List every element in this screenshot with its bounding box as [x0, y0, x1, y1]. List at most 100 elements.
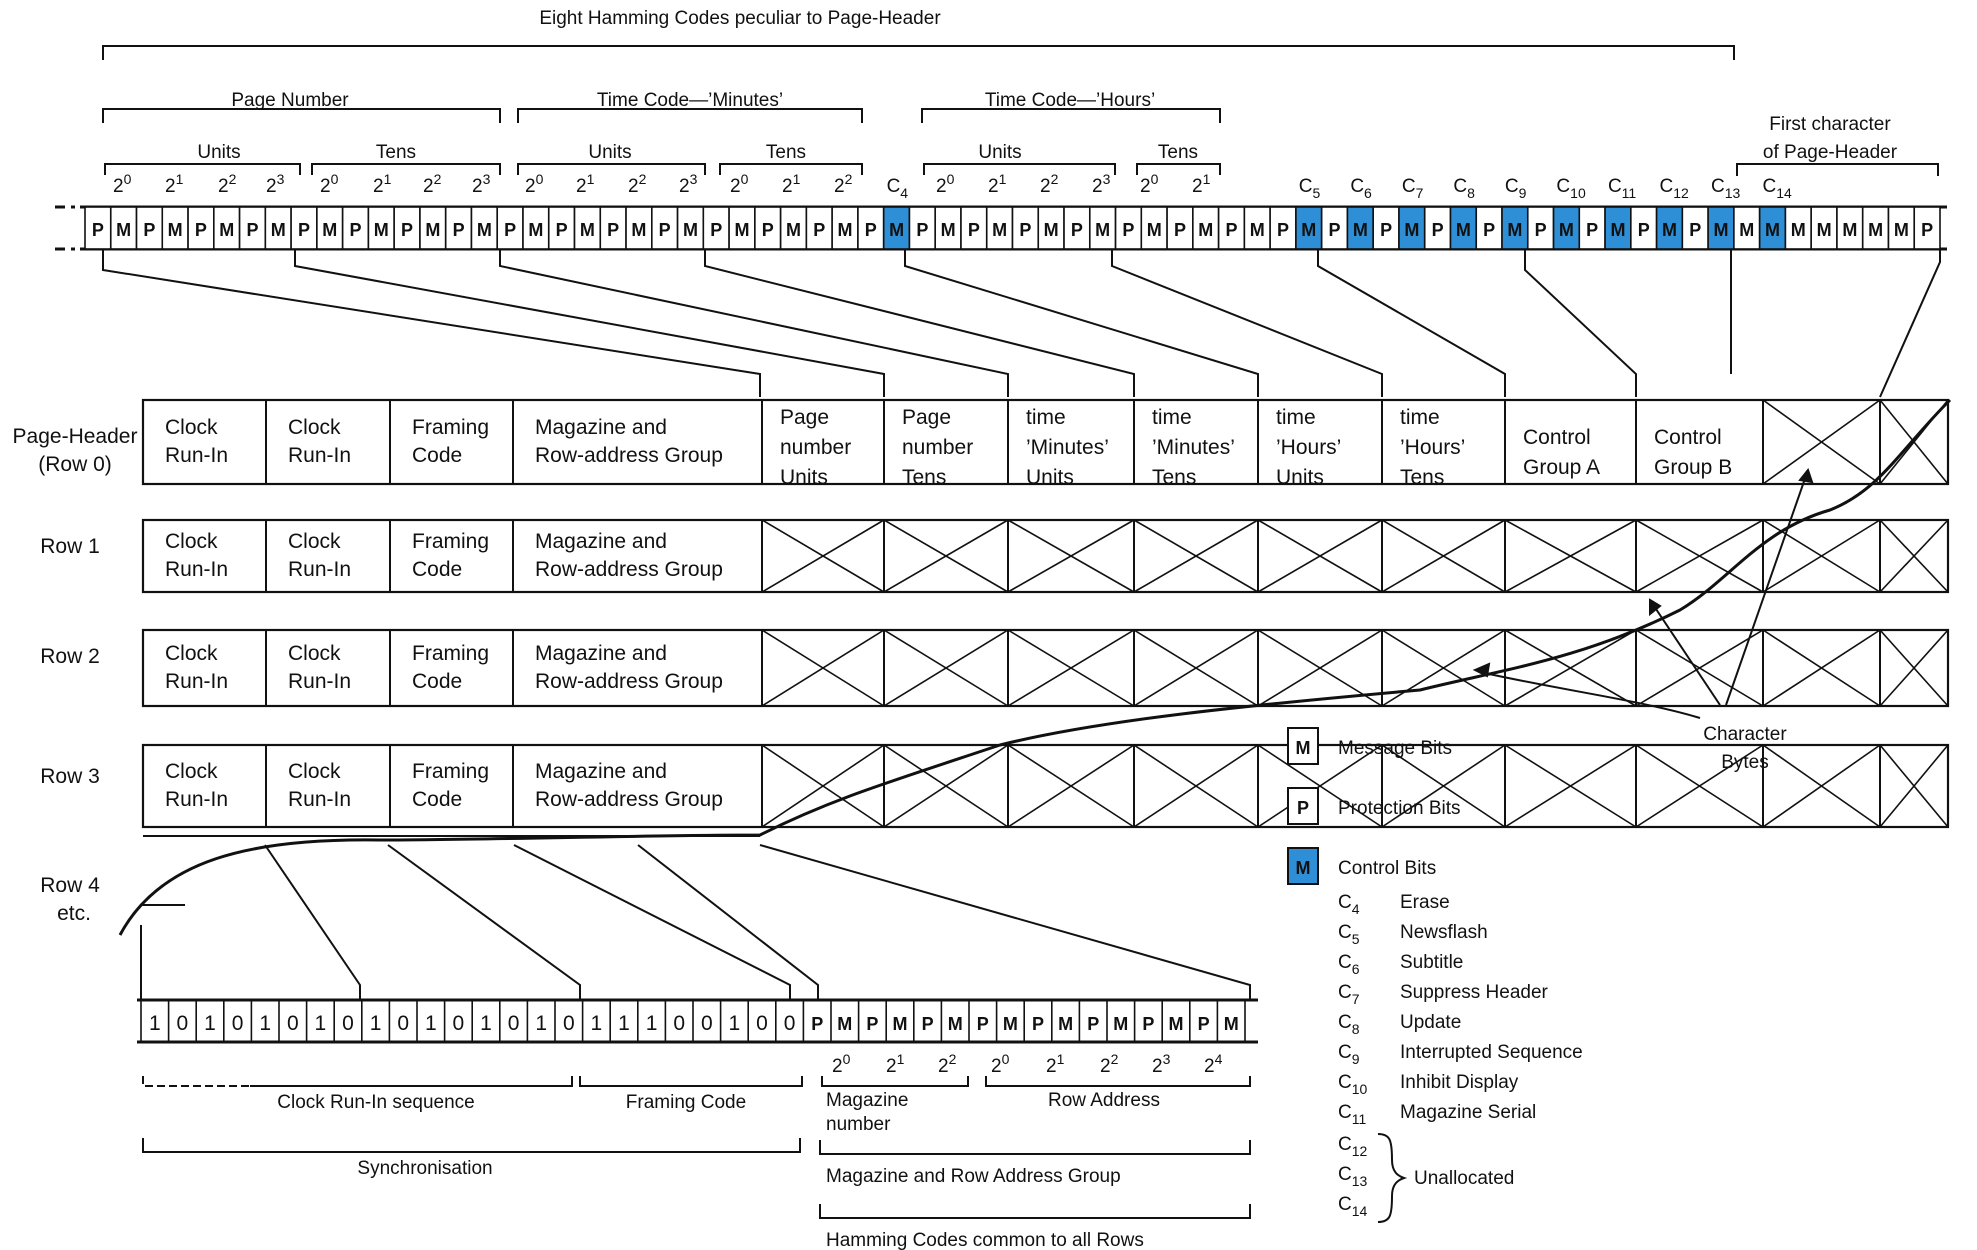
bottom-bit: P	[1198, 1014, 1210, 1034]
bit-letter: M	[1456, 220, 1471, 240]
bit-letter: P	[1174, 220, 1186, 240]
bit-letter: P	[968, 220, 980, 240]
protection-bit-cell	[1423, 206, 1452, 250]
bit-letter: P	[659, 220, 671, 240]
bit-letter: M	[219, 220, 234, 240]
bottom-bit: 1	[729, 1012, 741, 1035]
header-cell-text: Group B	[1654, 456, 1732, 479]
row-0-fixed-cell-text: Code	[412, 444, 462, 467]
message-bit-cell	[985, 206, 1014, 250]
row-0-fixed-cell-text: Row-address Group	[535, 444, 723, 467]
header-cell-text: Tens	[1152, 466, 1196, 489]
svg-text:21: 21	[886, 1051, 905, 1077]
bit-letter: P	[298, 220, 310, 240]
row-0-fixed-cell-text: Framing	[412, 416, 489, 439]
legend-control-meaning: Erase	[1400, 892, 1450, 913]
svg-text:22: 22	[423, 171, 442, 197]
bottom-bit: M	[1113, 1014, 1128, 1034]
bottom-bit: M	[1169, 1014, 1184, 1034]
message-bit-cell	[1192, 206, 1220, 250]
character-bytes-line2: Bytes	[1721, 752, 1769, 773]
bottom-bit: 1	[618, 1012, 630, 1035]
legend-swatch-letter: P	[1297, 798, 1309, 818]
bottom-bit: 0	[342, 1012, 354, 1035]
bottom-bit: 1	[646, 1012, 658, 1035]
bottom-bit: P	[811, 1014, 823, 1034]
message-bit-cell	[316, 206, 344, 250]
protection-bit-cell	[1681, 206, 1709, 250]
row-1-fixed-cell-text: Clock	[288, 530, 341, 553]
hamming-common-label: Hamming Codes common to all Rows	[826, 1230, 1144, 1250]
bit-letter: P	[1329, 220, 1341, 240]
control-bit-cell	[1552, 206, 1581, 250]
protection-bit-cell	[805, 206, 833, 250]
bit-letter: P	[504, 220, 516, 240]
svg-text:20: 20	[832, 1051, 851, 1077]
message-bit-cell	[1861, 206, 1890, 250]
message-bit-cell	[779, 206, 808, 250]
bit-letter: P	[195, 220, 207, 240]
svg-text:22: 22	[834, 171, 853, 197]
legend-control-code: C10	[1338, 1072, 1368, 1097]
svg-text:22: 22	[1100, 1051, 1119, 1077]
bit-letter: P	[1921, 220, 1933, 240]
legend-swatch-letter: M	[1296, 858, 1311, 878]
row-0-fixed-cell-text: Clock	[288, 416, 341, 439]
row-0-fixed-cell-text: Clock	[165, 416, 218, 439]
control-bit-cell	[1346, 206, 1374, 250]
control-label-c9: C9	[1505, 176, 1527, 201]
subgroup-tens-2: Tens	[766, 142, 806, 163]
protection-bit-cell	[1011, 206, 1040, 250]
bit-letter: M	[580, 220, 595, 240]
svg-text:22: 22	[628, 171, 647, 197]
protection-bit-cell	[393, 206, 421, 250]
bit-letter: M	[168, 220, 183, 240]
bottom-bit: 1	[370, 1012, 382, 1035]
bit-letter: M	[1662, 220, 1677, 240]
protection-bit-cell	[1526, 206, 1555, 250]
bit-letter: M	[425, 220, 440, 240]
bit-letter: P	[1535, 220, 1547, 240]
bit-letter: M	[1353, 220, 1368, 240]
bit-letter: P	[350, 220, 362, 240]
bit-letter: M	[1147, 220, 1162, 240]
bit-letter: M	[1507, 220, 1522, 240]
row-label-3: Row 3	[40, 765, 100, 788]
svg-text:22: 22	[1040, 171, 1059, 197]
bit-letter: P	[916, 220, 928, 240]
bit-weight-labels: 20 21 22 23 20 21 22 23 20 21 22 23 20 2…	[113, 171, 1211, 197]
header-cell-text: ’Hours’	[1276, 436, 1341, 459]
row-label-4-line2: etc.	[57, 902, 91, 925]
row-label-0-line1: Page-Header	[13, 425, 138, 448]
svg-text:23: 23	[679, 171, 698, 197]
legend-label-2: Control Bits	[1338, 858, 1436, 879]
protection-bit-cell	[754, 206, 782, 250]
bit-letter: P	[1638, 220, 1650, 240]
protection-bit-cell	[702, 206, 730, 250]
bit-letter: M	[374, 220, 389, 240]
control-label-c7: C7	[1402, 176, 1424, 201]
legend-unallocated-code: C12	[1338, 1134, 1368, 1159]
subgroup-units-1: Units	[197, 142, 240, 163]
bit-letter: M	[631, 220, 646, 240]
row-3-fixed-cell-text: Magazine and	[535, 760, 667, 783]
bottom-bit: 0	[508, 1012, 520, 1035]
header-cell-text: Control	[1654, 426, 1722, 449]
bit-letter: P	[865, 220, 877, 240]
legend-unallocated-code: C14	[1338, 1194, 1368, 1219]
row-grid: ClockRun-InClockRun-InFramingCodeMagazin…	[141, 398, 1950, 837]
row-0-fixed-cell-text: Magazine and	[535, 416, 667, 439]
bit-letter: P	[453, 220, 465, 240]
bit-letter: M	[786, 220, 801, 240]
protection-bit-cell	[1578, 206, 1606, 250]
protection-bit-cell	[84, 206, 112, 250]
character-bytes-arrows	[1472, 467, 1814, 719]
bit-letter: P	[1071, 220, 1083, 240]
row-3-fixed-cell-text: Row-address Group	[535, 788, 723, 811]
row-1-fixed-cell-text: Framing	[412, 530, 489, 553]
svg-text:23: 23	[1152, 1051, 1171, 1077]
control-label-c10: C10	[1556, 176, 1586, 201]
bottom-bit: 1	[425, 1012, 437, 1035]
